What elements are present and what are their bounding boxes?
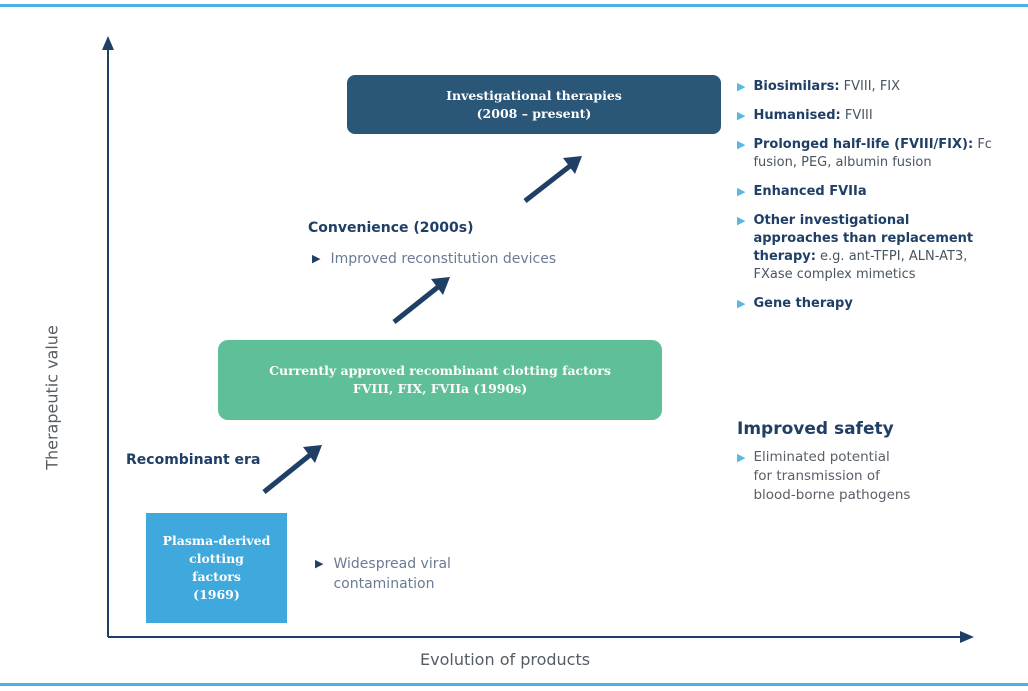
- plasma-box-line: (1969): [193, 587, 240, 602]
- recombinant-era-label: Recombinant era: [126, 452, 261, 468]
- plasma-derived-box: Plasma-derived clotting factors (1969): [146, 513, 287, 623]
- recombinant-factors-box: Currently approved recombinant clotting …: [218, 340, 662, 420]
- investigational-box-line: Investigational therapies: [446, 87, 622, 103]
- safety-line: Eliminated potential: [753, 449, 890, 465]
- plasma-note-line: contamination: [333, 576, 435, 592]
- list-item: ▶ Prolonged half-life (FVIII/FIX): Fc fu…: [737, 136, 997, 172]
- plasma-box-line: Plasma-derived: [162, 533, 271, 548]
- convenience-item: Improved reconstitution devices: [330, 251, 557, 267]
- list-item-detail: FVIII, FIX: [839, 79, 901, 94]
- list-item-bold: Biosimilars:: [753, 79, 840, 94]
- list-item-detail: e.g. ant-TFPI, ALN-AT3, FXase complex mi…: [753, 249, 968, 282]
- plasma-box-line: factors: [192, 569, 241, 584]
- improved-safety-title: Improved safety: [737, 419, 894, 439]
- list-item-detail: FVIII: [840, 108, 873, 123]
- investigational-box-line: (2008 – present): [476, 105, 592, 121]
- triangle-right-icon: ▶: [737, 297, 746, 310]
- triangle-right-icon: ▶: [737, 214, 746, 227]
- list-item-bold: Enhanced FVIIa: [753, 184, 867, 199]
- list-item: ▶ Humanised: FVIII: [737, 107, 997, 125]
- investigational-list: ▶ Biosimilars: FVIII, FIX ▶ Humanised: F…: [737, 78, 997, 324]
- triangle-right-icon: ▶: [737, 138, 746, 151]
- y-axis-arrowhead-icon: [102, 36, 114, 50]
- progress-arrow-3-icon: [523, 156, 582, 203]
- x-axis-arrowhead-icon: [960, 631, 974, 643]
- list-item-detail: Fc fusion, PEG, albumin fusion: [753, 137, 992, 170]
- triangle-right-icon: ▶: [737, 185, 746, 198]
- recombinant-box-line: FVIII, FIX, FVIIa (1990s): [352, 381, 528, 396]
- list-item-bold: Humanised:: [753, 108, 841, 123]
- plasma-note: ▶ Widespread viral contamination: [315, 554, 451, 594]
- convenience-note: ▶ Improved reconstitution devices: [312, 249, 556, 269]
- y-axis-label: Therapeutic value: [42, 325, 62, 470]
- bottom-frame-line: [0, 683, 1028, 686]
- progress-arrow-1-icon: [262, 445, 322, 494]
- x-axis-label: Evolution of products: [420, 650, 591, 669]
- triangle-right-icon: ▶: [737, 451, 746, 464]
- triangle-right-icon: ▶: [737, 80, 746, 93]
- convenience-title: Convenience (2000s): [308, 220, 474, 236]
- plasma-note-line: Widespread viral: [333, 556, 451, 572]
- investigational-therapies-box: Investigational therapies (2008 – presen…: [347, 75, 721, 134]
- list-item: ▶ Gene therapy: [737, 295, 997, 313]
- triangle-right-icon: ▶: [737, 109, 746, 122]
- improved-safety-note: ▶ Eliminated potential for transmission …: [737, 448, 997, 505]
- progress-arrow-2-icon: [392, 277, 450, 324]
- list-item-bold: Gene therapy: [753, 296, 853, 311]
- recombinant-box-line: Currently approved recombinant clotting …: [269, 363, 611, 378]
- list-item: ▶ Other investigational approaches than …: [737, 212, 997, 284]
- triangle-right-icon: ▶: [315, 557, 324, 570]
- triangle-right-icon: ▶: [312, 252, 321, 265]
- plasma-box-line: clotting: [189, 551, 244, 566]
- list-item: ▶ Biosimilars: FVIII, FIX: [737, 78, 997, 96]
- safety-line: for transmission of: [753, 468, 880, 484]
- list-item-bold: Other investigational approaches than re…: [753, 213, 974, 264]
- list-item: ▶ Enhanced FVIIa: [737, 183, 997, 201]
- list-item-bold: Prolonged half-life (FVIII/FIX):: [753, 137, 974, 152]
- safety-line: blood-borne pathogens: [753, 487, 911, 503]
- top-frame-line: [0, 4, 1028, 7]
